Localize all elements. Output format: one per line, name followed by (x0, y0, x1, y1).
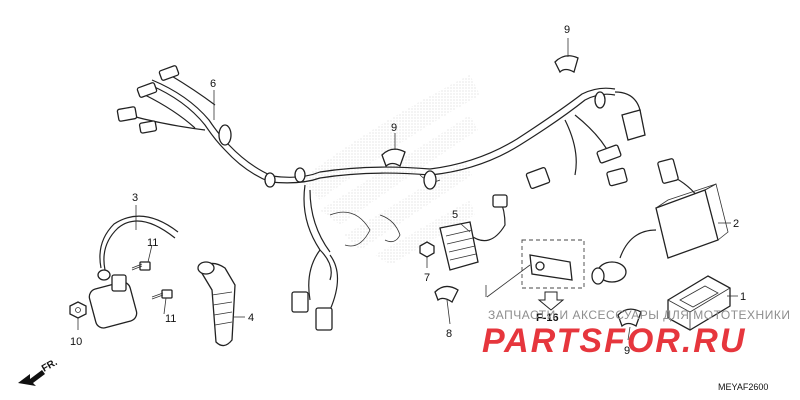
clamp-9-middle (381, 148, 406, 168)
front-direction-arrow: FR. (18, 357, 60, 386)
spark-plug-cap (197, 261, 236, 347)
nut-10 (69, 301, 87, 319)
reference-box (486, 239, 585, 311)
callout-11-lower: 11 (165, 313, 176, 325)
callout-9-top: 9 (564, 24, 570, 36)
direction-label: FR. (40, 357, 60, 375)
callout-3: 3 (132, 192, 138, 204)
watermark-tagline: ЗАПЧАСТИ И АКСЕССУАРЫ ДЛЯ МОТОТЕХНИКИ (488, 308, 790, 322)
callout-11-upper: 11 (147, 237, 158, 249)
clamp-9-lower (617, 308, 642, 328)
callout-5: 5 (452, 209, 458, 221)
reference-label: F-16 (536, 312, 559, 324)
nut-7 (419, 241, 435, 258)
leader-lines (77, 38, 738, 341)
watermark-brand: PARTSFOR.RU (482, 322, 746, 360)
ecu-box (591, 158, 729, 285)
diagram-code: MEYAF2600 (718, 382, 768, 392)
callout-9-lower: 9 (624, 345, 630, 357)
callout-10: 10 (70, 336, 82, 348)
callout-2: 2 (733, 218, 739, 230)
clamp-9-top (554, 55, 579, 74)
callout-7: 7 (424, 272, 430, 284)
callout-6: 6 (210, 78, 216, 90)
callout-1: 1 (740, 291, 746, 303)
ignition-coil (88, 215, 179, 329)
battery-case (667, 275, 731, 331)
wire-harness (116, 65, 646, 331)
callout-4: 4 (248, 312, 254, 324)
clamp-8 (434, 285, 459, 303)
callout-8: 8 (446, 328, 452, 340)
bolt-11-lower (151, 289, 173, 300)
regulator-rectifier (439, 194, 508, 271)
bolt-11-upper (131, 261, 151, 271)
callout-9-middle: 9 (391, 122, 397, 134)
